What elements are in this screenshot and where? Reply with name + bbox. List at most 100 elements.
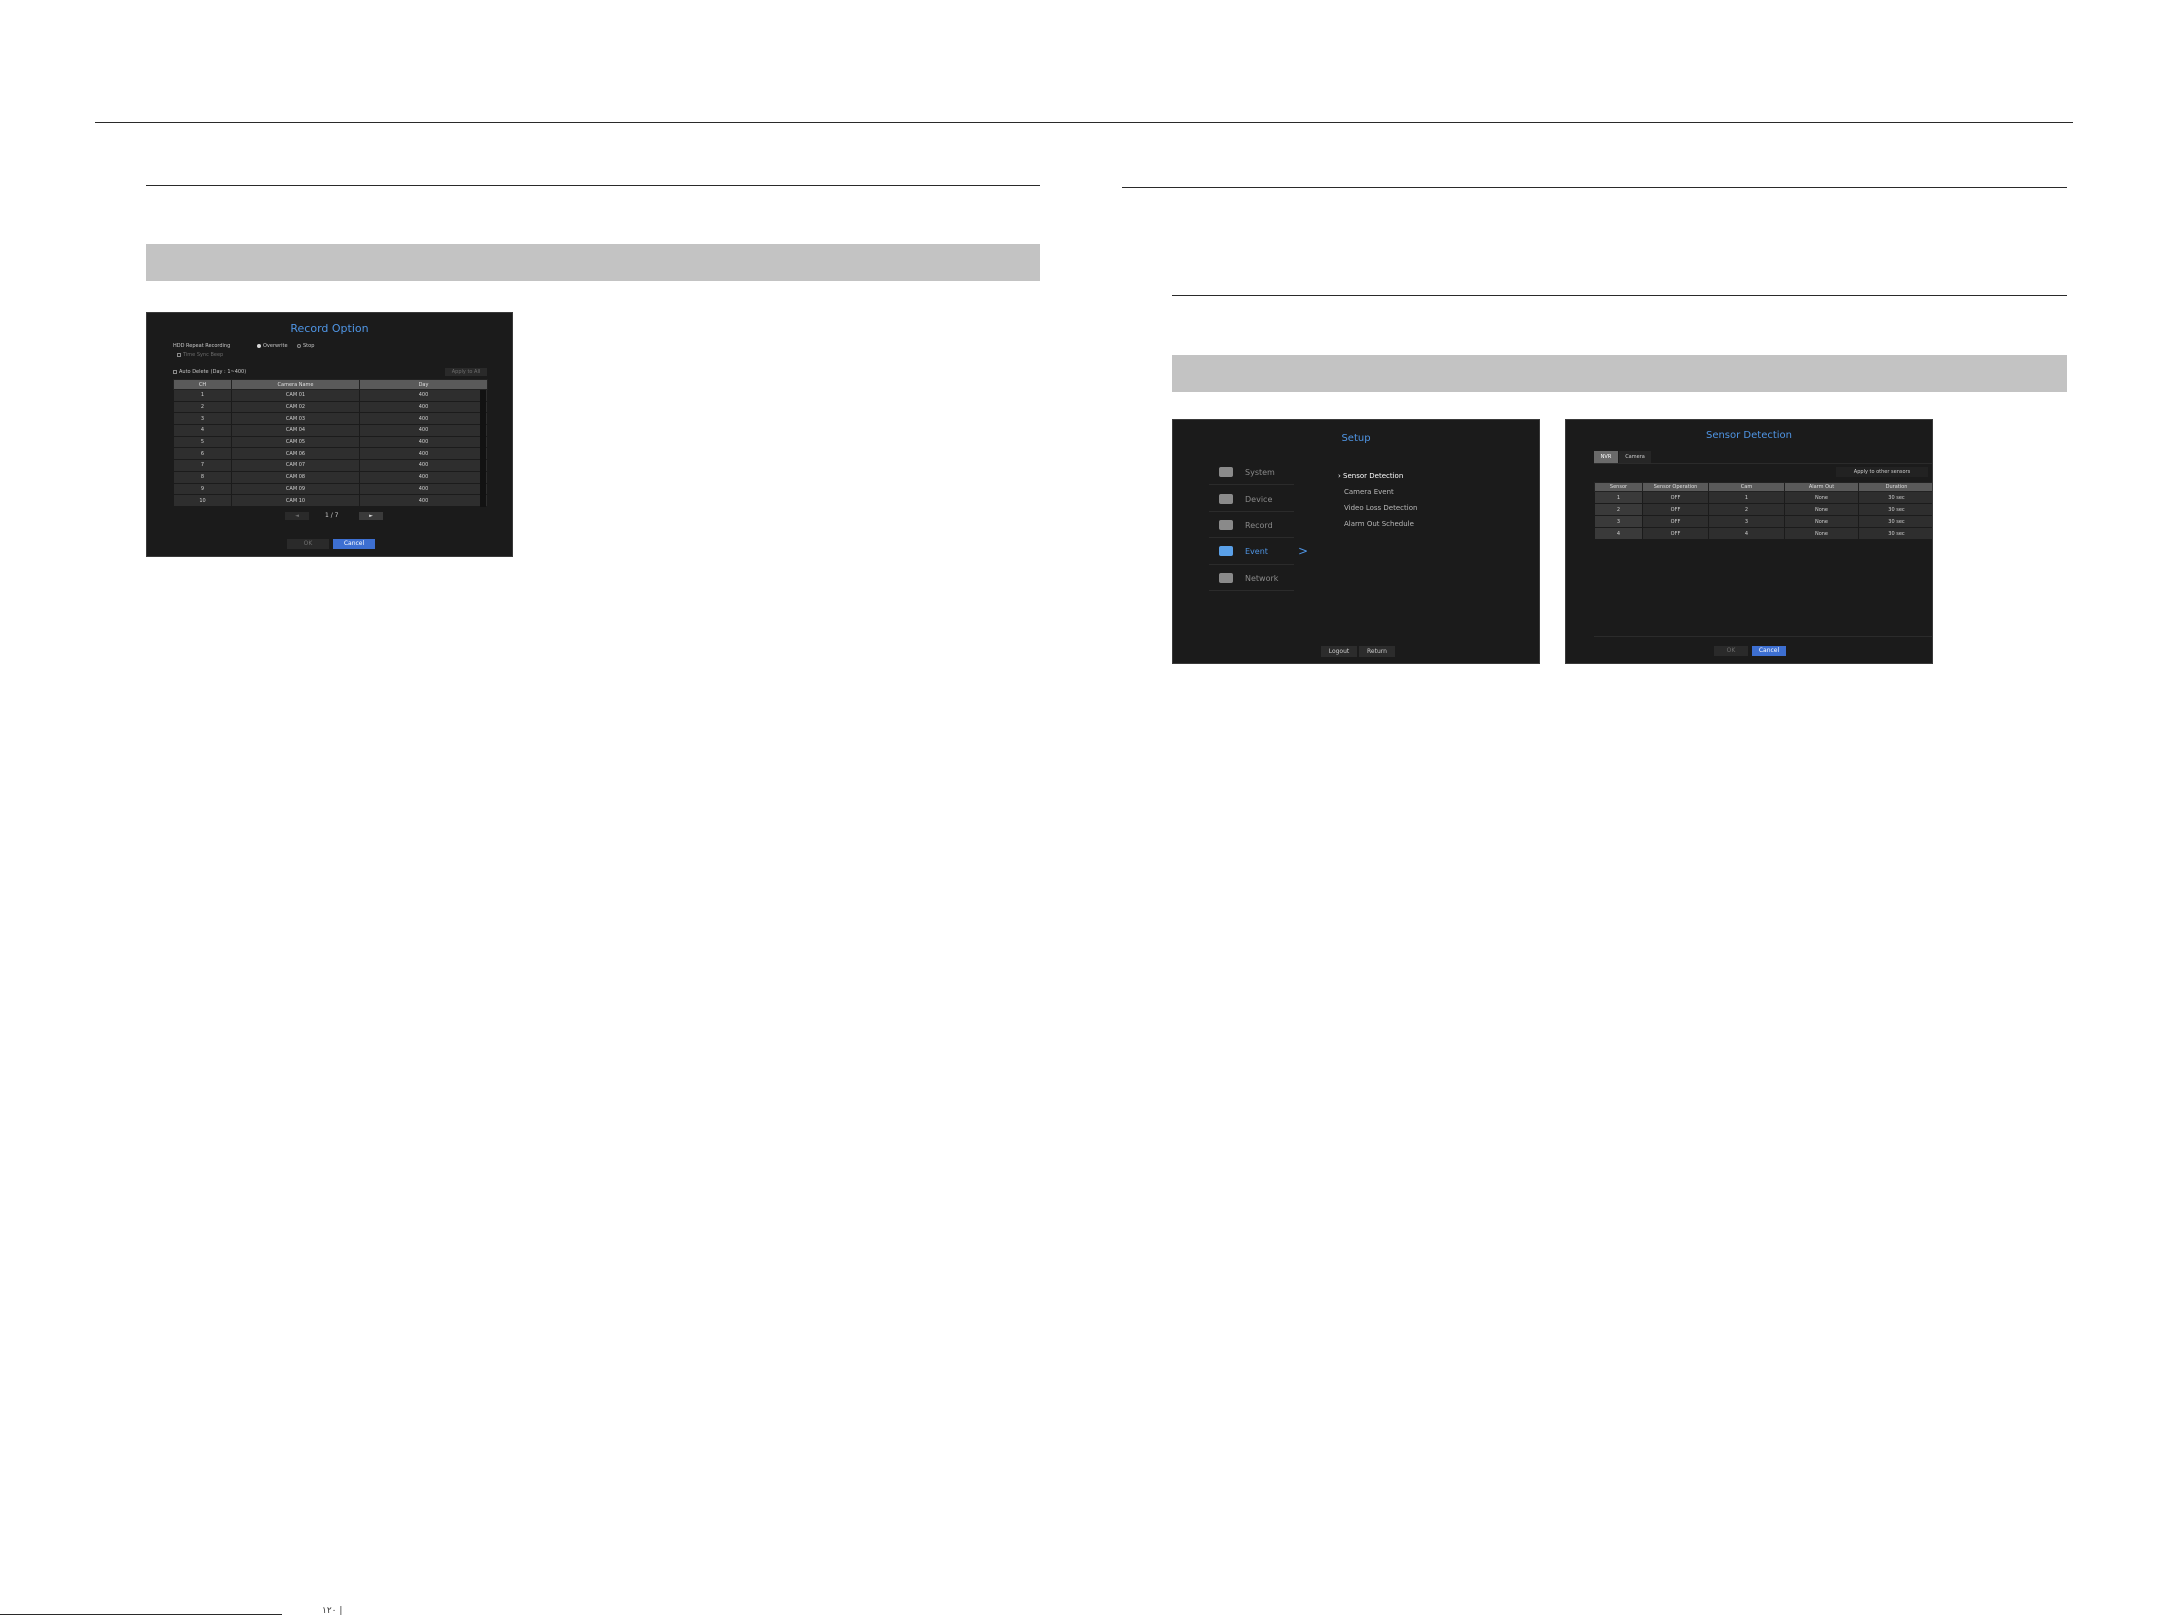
day-field[interactable]: 400: [359, 424, 488, 437]
cam-select[interactable]: 2: [1708, 503, 1785, 516]
day-field[interactable]: 400: [359, 447, 488, 461]
footer-divider: [1594, 636, 1932, 637]
menu-item-device[interactable]: Device: [1219, 494, 1272, 504]
submenu-alarm-out-schedule[interactable]: Alarm Out Schedule: [1344, 520, 1414, 528]
column-header-duration: Duration: [1858, 482, 1932, 492]
table-scrollbar[interactable]: [480, 390, 486, 507]
menu-divider: [1209, 484, 1294, 485]
cancel-button[interactable]: Cancel: [1752, 646, 1786, 656]
sensor-detection-screenshot: Sensor Detection NVR Camera Apply to oth…: [1565, 419, 1933, 664]
tab-camera[interactable]: Camera: [1619, 451, 1651, 463]
duration-select[interactable]: 30 sec: [1858, 515, 1932, 528]
right-section-rule: [1122, 187, 2067, 188]
next-page-button[interactable]: ►: [359, 512, 383, 520]
setup-title: Setup: [1341, 433, 1371, 444]
alarm-out-select[interactable]: None: [1784, 515, 1859, 528]
menu-item-record[interactable]: Record: [1219, 520, 1273, 530]
cam-select[interactable]: 1: [1708, 491, 1785, 504]
menu-item-label: Device: [1245, 494, 1273, 504]
radio-empty-icon: [297, 344, 301, 348]
cam-select[interactable]: 3: [1708, 515, 1785, 528]
overwrite-radio[interactable]: Overwrite: [257, 343, 288, 349]
event-icon: [1219, 546, 1233, 556]
day-field[interactable]: 400: [359, 459, 488, 472]
stop-label: Stop: [303, 343, 315, 349]
duration-select[interactable]: 30 sec: [1858, 491, 1932, 504]
day-field[interactable]: 400: [359, 482, 488, 496]
menu-item-label: Network: [1245, 573, 1279, 583]
day-field[interactable]: 400: [359, 412, 488, 426]
radio-selected-icon: [257, 344, 261, 348]
tab-nvr[interactable]: NVR: [1594, 451, 1618, 463]
submenu-camera-event[interactable]: Camera Event: [1344, 488, 1394, 496]
apply-to-all-button[interactable]: Apply to All: [445, 368, 487, 376]
column-header-camera-name: Camera Name: [231, 379, 360, 390]
hdd-repeat-text: HDD Repeat Recording: [173, 343, 231, 349]
sensor-operation-select[interactable]: OFF: [1642, 503, 1709, 516]
stop-radio[interactable]: Stop: [297, 343, 314, 349]
duration-select[interactable]: 30 sec: [1858, 503, 1932, 516]
ok-button[interactable]: OK: [287, 539, 329, 549]
header-rule: [95, 122, 2073, 123]
submenu-sensor-detection[interactable]: › Sensor Detection: [1338, 472, 1404, 480]
monitor-icon: [1219, 467, 1233, 477]
cancel-button[interactable]: Cancel: [333, 539, 375, 549]
submenu-video-loss-detection[interactable]: Video Loss Detection: [1344, 504, 1418, 512]
left-section-rule: [146, 185, 1040, 186]
sensor-operation-select[interactable]: OFF: [1642, 491, 1709, 504]
logout-button[interactable]: Logout: [1321, 646, 1357, 657]
time-sync-beep-label: Time Sync Beep: [183, 352, 224, 358]
sensor-operation-select[interactable]: OFF: [1642, 527, 1709, 540]
day-field[interactable]: 400: [359, 470, 488, 484]
hdd-repeat-label: HDD Repeat Recording: [173, 343, 230, 349]
menu-item-label: Event: [1245, 546, 1268, 556]
time-sync-beep-checkbox[interactable]: Time Sync Beep: [177, 352, 223, 358]
cam-select[interactable]: 4: [1708, 527, 1785, 540]
menu-item-event[interactable]: Event: [1219, 546, 1268, 556]
setup-screenshot: Setup System Device Record Event > Netwo…: [1172, 419, 1540, 664]
duration-select[interactable]: 30 sec: [1858, 527, 1932, 540]
alarm-out-select[interactable]: None: [1784, 527, 1859, 540]
return-button[interactable]: Return: [1359, 646, 1395, 657]
day-field[interactable]: 400: [359, 400, 488, 414]
alarm-out-select[interactable]: None: [1784, 503, 1859, 516]
menu-item-system[interactable]: System: [1219, 467, 1275, 477]
column-header-sensor-operation: Sensor Operation: [1642, 482, 1709, 492]
day-range-label: (Day : 1~400): [210, 369, 247, 375]
day-field[interactable]: 400: [359, 435, 488, 449]
menu-item-network[interactable]: Network: [1219, 573, 1278, 583]
day-field[interactable]: 400: [359, 494, 488, 507]
column-header-alarm-out: Alarm Out: [1784, 482, 1859, 492]
auto-delete-checkbox[interactable]: Auto Delete (Day : 1~400): [173, 369, 246, 375]
tab-divider: [1594, 463, 1932, 464]
footer-rule: [0, 1614, 282, 1615]
right-subsection-rule: [1172, 295, 2067, 296]
menu-divider: [1209, 537, 1294, 538]
day-field[interactable]: 400: [359, 389, 488, 402]
alarm-out-select[interactable]: None: [1784, 491, 1859, 504]
checkbox-icon: [173, 370, 177, 374]
record-icon: [1219, 520, 1233, 530]
menu-divider: [1209, 564, 1294, 565]
sensor-operation-select[interactable]: OFF: [1642, 515, 1709, 528]
menu-item-label: Record: [1245, 520, 1273, 530]
prev-page-button[interactable]: ◄: [285, 512, 309, 520]
sensor-detection-title: Sensor Detection: [1705, 430, 1793, 441]
ok-button[interactable]: OK: [1714, 646, 1748, 656]
column-header-ch: CH: [173, 379, 232, 390]
auto-delete-label: Auto Delete: [179, 369, 209, 375]
record-option-screenshot: Record Option HDD Repeat Recording Overw…: [146, 312, 513, 557]
apply-to-other-sensors-button[interactable]: Apply to other sensors: [1836, 467, 1928, 477]
